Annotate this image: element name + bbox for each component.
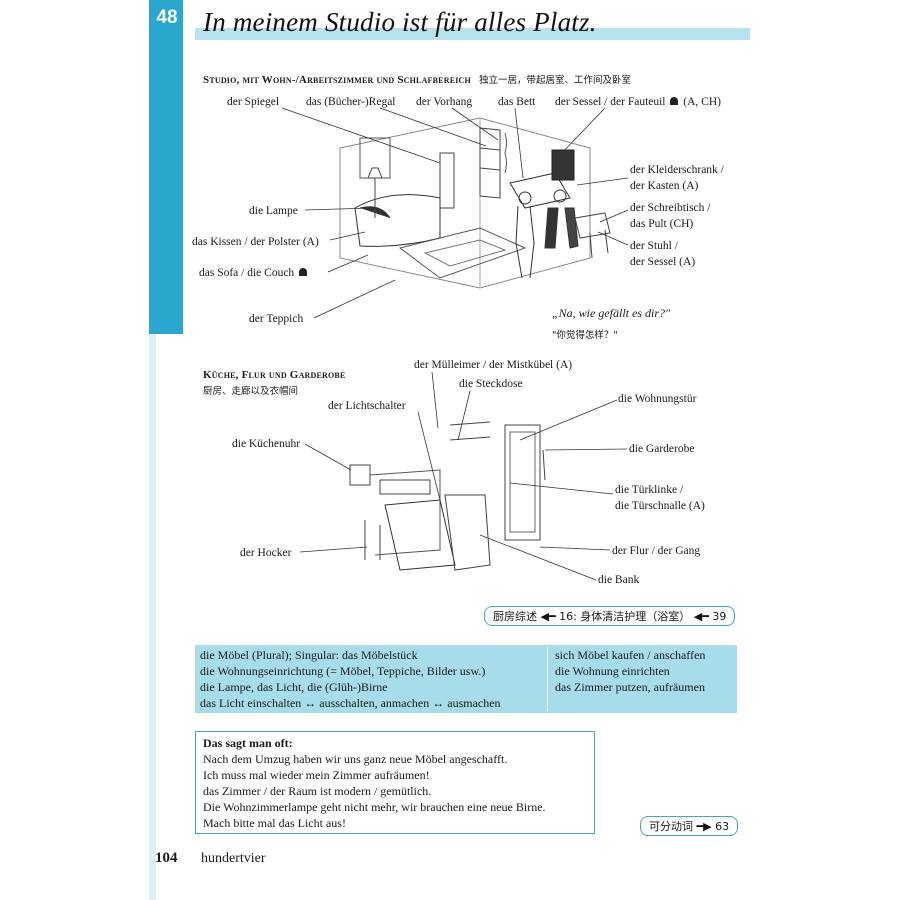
label-sessel: der Sessel / der Fauteuil (A, CH) [555, 94, 721, 110]
label-schreibtisch-2: das Pult (CH) [630, 218, 694, 230]
arrow-left-icon-2: ◀━ [693, 610, 709, 623]
austria-switzerland-icon [670, 97, 679, 105]
arrow-right-icon: ━▶ [696, 820, 712, 833]
label-bank: die Bank [598, 574, 640, 586]
section1-heading: Studio, mit Wohn-/Arbeitszimmer und Schl… [203, 74, 471, 86]
section2-heading-block: Küche, Flur und Garderobe 厨房、走廊以及衣帽间 [203, 369, 346, 397]
label-bett: das Bett [498, 96, 536, 108]
section1-heading-row: Studio, mit Wohn-/Arbeitszimmer und Schl… [203, 70, 631, 88]
section1-heading-cn: 独立一居，带起居室、工作间及卧室 [478, 75, 631, 86]
vocab-left-item: die Lampe, das Licht, die (Glüh-)Birne [200, 680, 388, 694]
label-sessel-suffix: (A, CH) [683, 96, 721, 108]
phrase-line: Ich muss mal wieder mein Zimmer aufräume… [203, 768, 430, 782]
label-tuerklinke-1: die Türklinke / [615, 484, 684, 496]
kitchen-illustration [349, 421, 546, 571]
label-kleiderschrank-2: der Kasten (A) [630, 180, 699, 192]
label-teppich: der Teppich [249, 313, 304, 325]
phrase-line: Nach dem Umzug haben wir uns ganz neue M… [203, 752, 508, 766]
label-stuhl-2: der Sessel (A) [630, 256, 696, 268]
label-flur: der Flur / der Gang [612, 545, 701, 557]
cross-ref-2-num: 63 [715, 820, 730, 833]
label-lichtschalter: der Lichtschalter [328, 400, 406, 412]
label-sessel-text: der Sessel / der Fauteuil [555, 96, 666, 108]
page-number-word: hundertvier [201, 851, 266, 866]
phrase-line: das Zimmer / der Raum ist modern / gemüt… [203, 784, 432, 798]
vocab-right-item: sich Möbel kaufen / anschaffen [555, 648, 706, 662]
austria-icon [299, 268, 308, 276]
phrase-line: Mach bitte mal das Licht aus! [203, 816, 346, 830]
label-vorhang: der Vorhang [416, 96, 473, 108]
label-wohnungstuer: die Wohnungstür [618, 393, 697, 405]
quote-cn: "你觉得怎样？" [552, 330, 618, 341]
label-hocker: der Hocker [240, 547, 292, 559]
label-lampe: die Lampe [249, 205, 298, 217]
label-garderobe: die Garderobe [629, 443, 695, 455]
vocab-left-item: die Möbel (Plural); Singular: das Möbels… [200, 648, 418, 662]
vocab-right-item: das Zimmer putzen, aufräumen [555, 680, 705, 694]
label-schreibtisch-1: der Schreibtisch / [630, 202, 711, 214]
quote: „Na, wie gefällt es dir?" [552, 306, 671, 320]
vocab-right: sich Möbel kaufen / anschaffen die Wohnu… [555, 647, 705, 695]
vocab-left-item: das Licht einschalten ↔ ausschalten, anm… [200, 696, 501, 710]
chapter-sidebar [149, 0, 183, 334]
vocab-left-item: die Wohnungseinrichtung (= Möbel, Teppic… [200, 664, 486, 678]
vocab-left: die Möbel (Plural); Singular: das Möbels… [200, 647, 501, 711]
cross-reference-2[interactable]: 可分动词 ━▶ 63 [640, 816, 739, 836]
label-muelleimer: der Mülleimer / der Mistkübel (A) [414, 359, 573, 371]
label-kissen: das Kissen / der Polster (A) [192, 236, 319, 248]
vocabulary-box: die Möbel (Plural); Singular: das Möbels… [195, 645, 737, 713]
label-regal: das (Bücher-)Regal [306, 96, 396, 108]
label-sofa-text: das Sofa / die Couch [199, 267, 295, 279]
arrow-left-icon: ◀━ [540, 610, 556, 623]
label-kleiderschrank-1: der Kleiderschrank / [630, 164, 724, 176]
label-steckdose: die Steckdose [459, 378, 523, 390]
sidebar-strip [149, 334, 156, 900]
label-stuhl: der Stuhl / der Sessel (A) [630, 238, 695, 270]
label-kuechenuhr: die Küchenuhr [232, 438, 301, 450]
common-phrases-box: Das sagt man oft: Nach dem Umzug haben w… [195, 731, 595, 834]
common-phrases-heading: Das sagt man oft: [203, 736, 293, 750]
label-kleiderschrank: der Kleiderschrank / der Kasten (A) [630, 162, 724, 194]
label-schreibtisch: der Schreibtisch / das Pult (CH) [630, 200, 710, 232]
page-number: 104 [155, 850, 178, 866]
section2-heading: Küche, Flur und Garderobe [203, 369, 346, 381]
vocab-divider [547, 647, 548, 711]
cross-ref-1-text-a: 厨房综述 [493, 610, 537, 623]
cross-ref-1-num-a: 16: 身体清洁护理（浴室） [559, 610, 691, 623]
cross-ref-2-text: 可分动词 [649, 820, 693, 833]
title-underline [195, 28, 750, 40]
label-stuhl-1: der Stuhl / [630, 240, 678, 252]
vocab-right-item: die Wohnung einrichten [555, 664, 670, 678]
label-spiegel: der Spiegel [227, 96, 280, 108]
phrase-line: Die Wohnzimmerlampe geht nicht mehr, wir… [203, 800, 546, 814]
label-tuerklinke-2: die Türschnalle (A) [615, 500, 705, 512]
label-sofa: das Sofa / die Couch [199, 265, 308, 281]
cross-reference-1[interactable]: 厨房综述 ◀━ 16: 身体清洁护理（浴室） ◀━ 39 [484, 606, 736, 626]
page-title: In meinem Studio ist für alles Platz. [203, 7, 597, 37]
label-tuerklinke: die Türklinke / die Türschnalle (A) [615, 482, 705, 514]
section2-heading-cn: 厨房、走廊以及衣帽间 [203, 386, 299, 397]
chapter-number: 48 [156, 7, 178, 28]
cross-ref-1-num-b: 39 [712, 610, 727, 623]
